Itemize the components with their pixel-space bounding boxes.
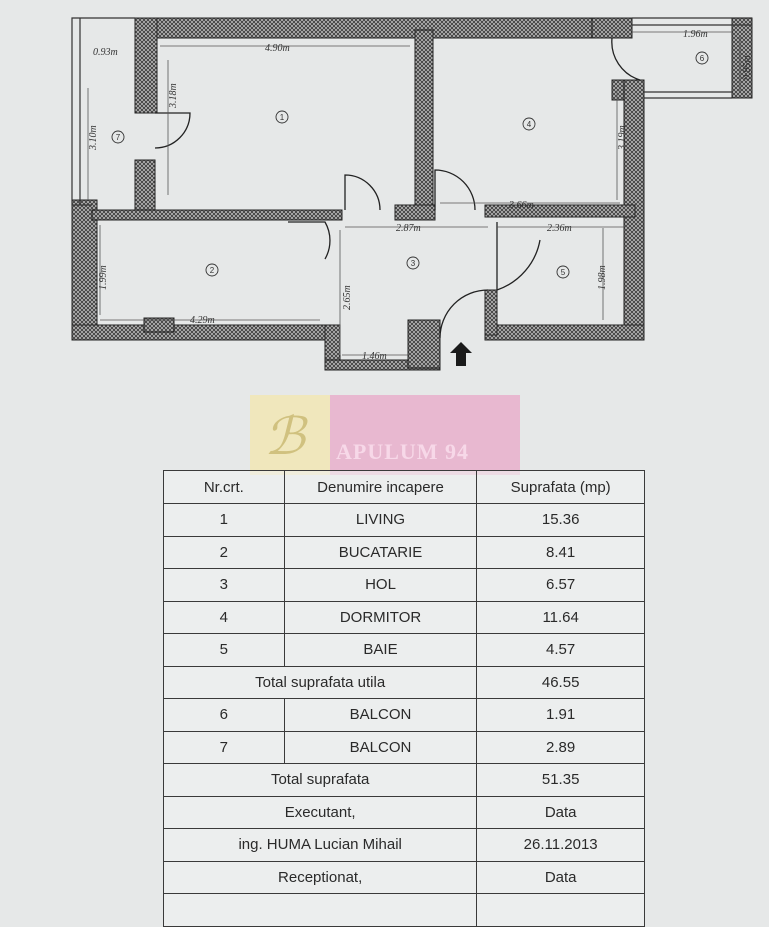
row-nr: 3 (163, 568, 285, 602)
total-utila-value: 46.55 (476, 665, 645, 699)
executant-label: Executant, (162, 795, 478, 829)
row-nr: 1 (163, 503, 285, 537)
row-name: BALCON (283, 730, 478, 764)
engineer-name: ing. HUMA Lucian Mihail (162, 828, 478, 862)
dim-label: 4.90m (265, 43, 290, 54)
walls (71, 17, 753, 371)
room-number: 3 (411, 259, 416, 268)
room-number: 6 (700, 54, 705, 63)
header-name: Denumire incapere (283, 470, 478, 504)
room-number: 5 (561, 268, 566, 277)
dim-label: 0.93m (93, 47, 118, 58)
row-area: 1.91 (476, 698, 645, 732)
header-nr: Nr.crt. (163, 470, 285, 504)
watermark-logo-band (330, 395, 520, 475)
executant-row: Executant, Data (162, 795, 645, 829)
row-area: 8.41 (476, 535, 645, 569)
executant-data-label: Data (476, 795, 645, 829)
row-name: BALCON (283, 698, 478, 732)
empty-cell (162, 893, 478, 927)
engineer-row: ing. HUMA Lucian Mihail 26.11.2013 (162, 828, 645, 862)
dim-label: 2.36m (547, 223, 572, 234)
dimension-labels: 0.93m 4.90m 3.18m 3.10m 1.96m 0.95m 3.19… (88, 29, 753, 362)
surface-table: Nr.crt. Denumire incapere Suprafata (mp)… (162, 470, 645, 927)
row-nr: 6 (163, 698, 285, 732)
dimension-lines (87, 31, 741, 356)
total-label: Total suprafata (162, 763, 478, 797)
table-row: 5 BAIE 4.57 (163, 633, 645, 667)
table-row: 7 BALCON 2.89 (163, 730, 645, 764)
table-row: 2 BUCATARIE 8.41 (163, 535, 645, 569)
table-row: 1 LIVING 15.36 (163, 503, 645, 537)
header-area: Suprafata (mp) (476, 470, 645, 504)
receptionat-row: Receptionat, Data (162, 860, 645, 894)
room-number: 4 (527, 120, 532, 129)
watermark-name: APULUM 94 (336, 439, 470, 464)
row-area: 4.57 (476, 633, 645, 667)
total-row: Total suprafata 51.35 (162, 763, 645, 797)
entrance-arrow-icon (450, 342, 472, 366)
dim-label: 1.99m (98, 265, 109, 290)
dim-label: 2.65m (342, 285, 353, 310)
door-swings (154, 37, 641, 339)
room-number: 7 (116, 133, 121, 142)
dim-label: 1.98m (597, 265, 608, 290)
watermark-logo-mark (250, 395, 330, 475)
dim-label: 3.10m (88, 125, 99, 151)
table-header-row: Nr.crt. Denumire incapere Suprafata (mp) (163, 470, 645, 504)
dim-label: 3.66m (508, 200, 534, 211)
row-nr: 7 (163, 730, 285, 764)
dim-label: 0.95m (742, 55, 753, 80)
balcony-outlines (71, 17, 752, 206)
room-number: 1 (280, 113, 285, 122)
total-utila-row: Total suprafata utila 46.55 (162, 665, 645, 699)
dim-label: 1.96m (683, 29, 708, 40)
empty-cell (476, 893, 645, 927)
row-name: BUCATARIE (283, 535, 478, 569)
room-markers (111, 51, 709, 279)
dim-label: 3.18m (168, 83, 179, 109)
table-row-empty (162, 893, 645, 927)
row-name: HOL (283, 568, 478, 602)
room-number: 2 (210, 266, 215, 275)
table-row: 6 BALCON 1.91 (163, 698, 645, 732)
dim-label: 1.46m (362, 351, 387, 362)
receptionat-data-label: Data (476, 860, 645, 894)
table-row: 3 HOL 6.57 (163, 568, 645, 602)
row-area: 2.89 (476, 730, 645, 764)
row-area: 15.36 (476, 503, 645, 537)
room-numbers: 1 2 3 4 5 6 7 (116, 54, 705, 277)
row-area: 6.57 (476, 568, 645, 602)
dim-label: 2.87m (396, 223, 421, 234)
row-name: LIVING (283, 503, 478, 537)
row-nr: 5 (163, 633, 285, 667)
receptionat-label: Receptionat, (162, 860, 478, 894)
table-row: 4 DORMITOR 11.64 (163, 600, 645, 634)
dim-label: 3.19m (617, 125, 628, 151)
row-area: 11.64 (476, 600, 645, 634)
total-utila-label: Total suprafata utila (162, 665, 478, 699)
watermark-monogram-icon: ℬ (264, 409, 305, 466)
row-name: DORMITOR (283, 600, 478, 634)
floor-plan: 0.93m 4.90m 3.18m 3.10m 1.96m 0.95m 3.19… (71, 17, 753, 371)
row-nr: 4 (163, 600, 285, 634)
total-value: 51.35 (476, 763, 645, 797)
watermark-logo: ℬ APULUM 94 (250, 395, 520, 475)
row-name: BAIE (283, 633, 478, 667)
row-nr: 2 (163, 535, 285, 569)
engineer-date: 26.11.2013 (476, 828, 645, 862)
dim-label: 4.29m (190, 315, 215, 326)
